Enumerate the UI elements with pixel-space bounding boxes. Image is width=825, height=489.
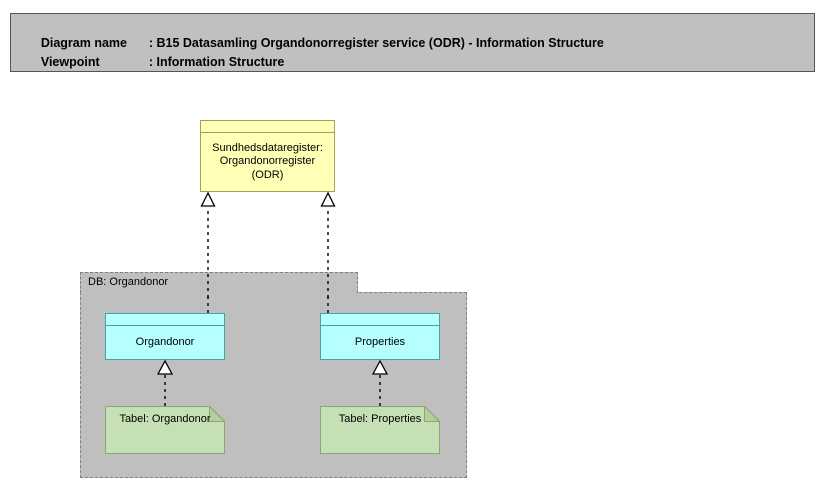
viewpoint-line: Viewpoint: Information Structure (20, 41, 284, 83)
node-organdonor-body: Organdonor (106, 326, 224, 359)
diagram-name-separator: : (148, 36, 157, 50)
node-organdonor-header-strip (106, 314, 224, 326)
diagram-name-value: B15 Datasamling Organdonorregister servi… (156, 36, 604, 50)
node-properties-header-strip (321, 314, 439, 326)
diagram-name-line: Diagram name: B15 Datasamling Organdonor… (20, 22, 604, 64)
node-odr-body: Sundhedsdataregister: Organdonorregister… (201, 133, 334, 191)
node-odr-label: Sundhedsdataregister: Organdonorregister… (212, 141, 323, 181)
node-tabel-organdonor[interactable]: Tabel: Organdonor (105, 406, 225, 454)
package-db-organdonor-label: DB: Organdonor (88, 276, 169, 288)
node-sundhedsdataregister-odr[interactable]: Sundhedsdataregister: Organdonorregister… (200, 120, 335, 192)
viewpoint-value: Information Structure (156, 55, 285, 69)
node-odr-header-strip (201, 121, 334, 133)
viewpoint-label: Viewpoint (40, 55, 100, 69)
diagram-header: Diagram name: B15 Datasamling Organdonor… (10, 13, 815, 72)
node-tabel-properties[interactable]: Tabel: Properties (320, 406, 440, 454)
node-properties-label: Properties (354, 335, 406, 348)
package-db-organdonor-tab[interactable]: DB: Organdonor (80, 272, 358, 293)
diagram-name-label: Diagram name (40, 36, 127, 50)
viewpoint-separator: : (148, 55, 157, 69)
node-organdonor[interactable]: Organdonor (105, 313, 225, 360)
node-properties[interactable]: Properties (320, 313, 440, 360)
package-seam (81, 291, 357, 294)
node-organdonor-label: Organdonor (135, 335, 195, 348)
node-properties-body: Properties (321, 326, 439, 359)
